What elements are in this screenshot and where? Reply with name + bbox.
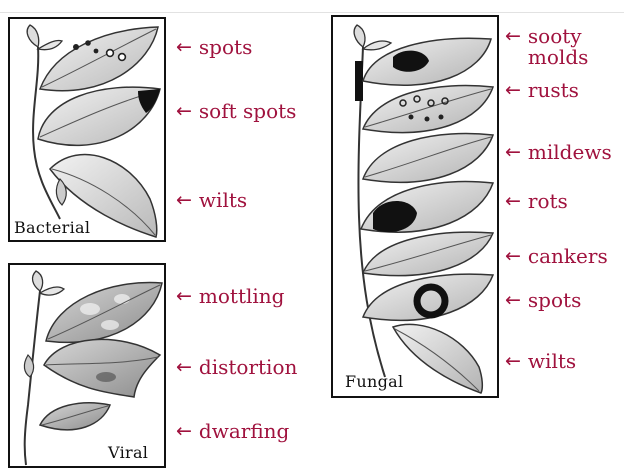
annotation-fungal-mildews: ← mildews [505,142,612,163]
fungal-leaf-illustration [333,17,497,396]
annotation-viral-mottling: ← mottling [176,286,284,307]
fungal-label: Fungal [345,372,403,391]
left-arrow-icon: ← [176,421,192,442]
annotation-bacterial-spots: ← spots [176,37,252,58]
top-rule [0,12,624,13]
left-arrow-icon: ← [505,80,521,101]
left-arrow-icon: ← [505,26,521,47]
left-arrow-icon: ← [505,191,521,212]
left-arrow-icon: ← [505,142,521,163]
bacterial-panel: Bacterial [8,17,166,242]
viral-label: Viral [108,443,148,462]
annotation-fungal-rusts: ← rusts [505,80,579,101]
bacterial-leaf-illustration [10,19,164,240]
annotation-fungal-wilts: ← wilts [505,351,576,372]
left-arrow-icon: ← [176,357,192,378]
viral-leaf-illustration [10,265,164,466]
bacterial-label: Bacterial [14,218,90,237]
annotation-fungal-rots: ← rots [505,191,568,212]
viral-panel: Viral [8,263,166,468]
annotation-viral-dwarfing: ← dwarfing [176,421,289,442]
annotation-bacterial-soft-spots: ← soft spots [176,101,296,122]
annotation-viral-distortion: ← distortion [176,357,297,378]
left-arrow-icon: ← [176,286,192,307]
annotation-fungal-sooty-molds: ← sooty molds [505,26,588,68]
annotation-bacterial-wilts: ← wilts [176,190,247,211]
left-arrow-icon: ← [176,101,192,122]
annotation-fungal-cankers: ← cankers [505,246,608,267]
left-arrow-icon: ← [176,37,192,58]
fungal-panel: Fungal [331,15,499,398]
annotation-fungal-spots: ← spots [505,290,581,311]
left-arrow-icon: ← [505,290,521,311]
left-arrow-icon: ← [505,246,521,267]
left-arrow-icon: ← [505,351,521,372]
left-arrow-icon: ← [176,190,192,211]
